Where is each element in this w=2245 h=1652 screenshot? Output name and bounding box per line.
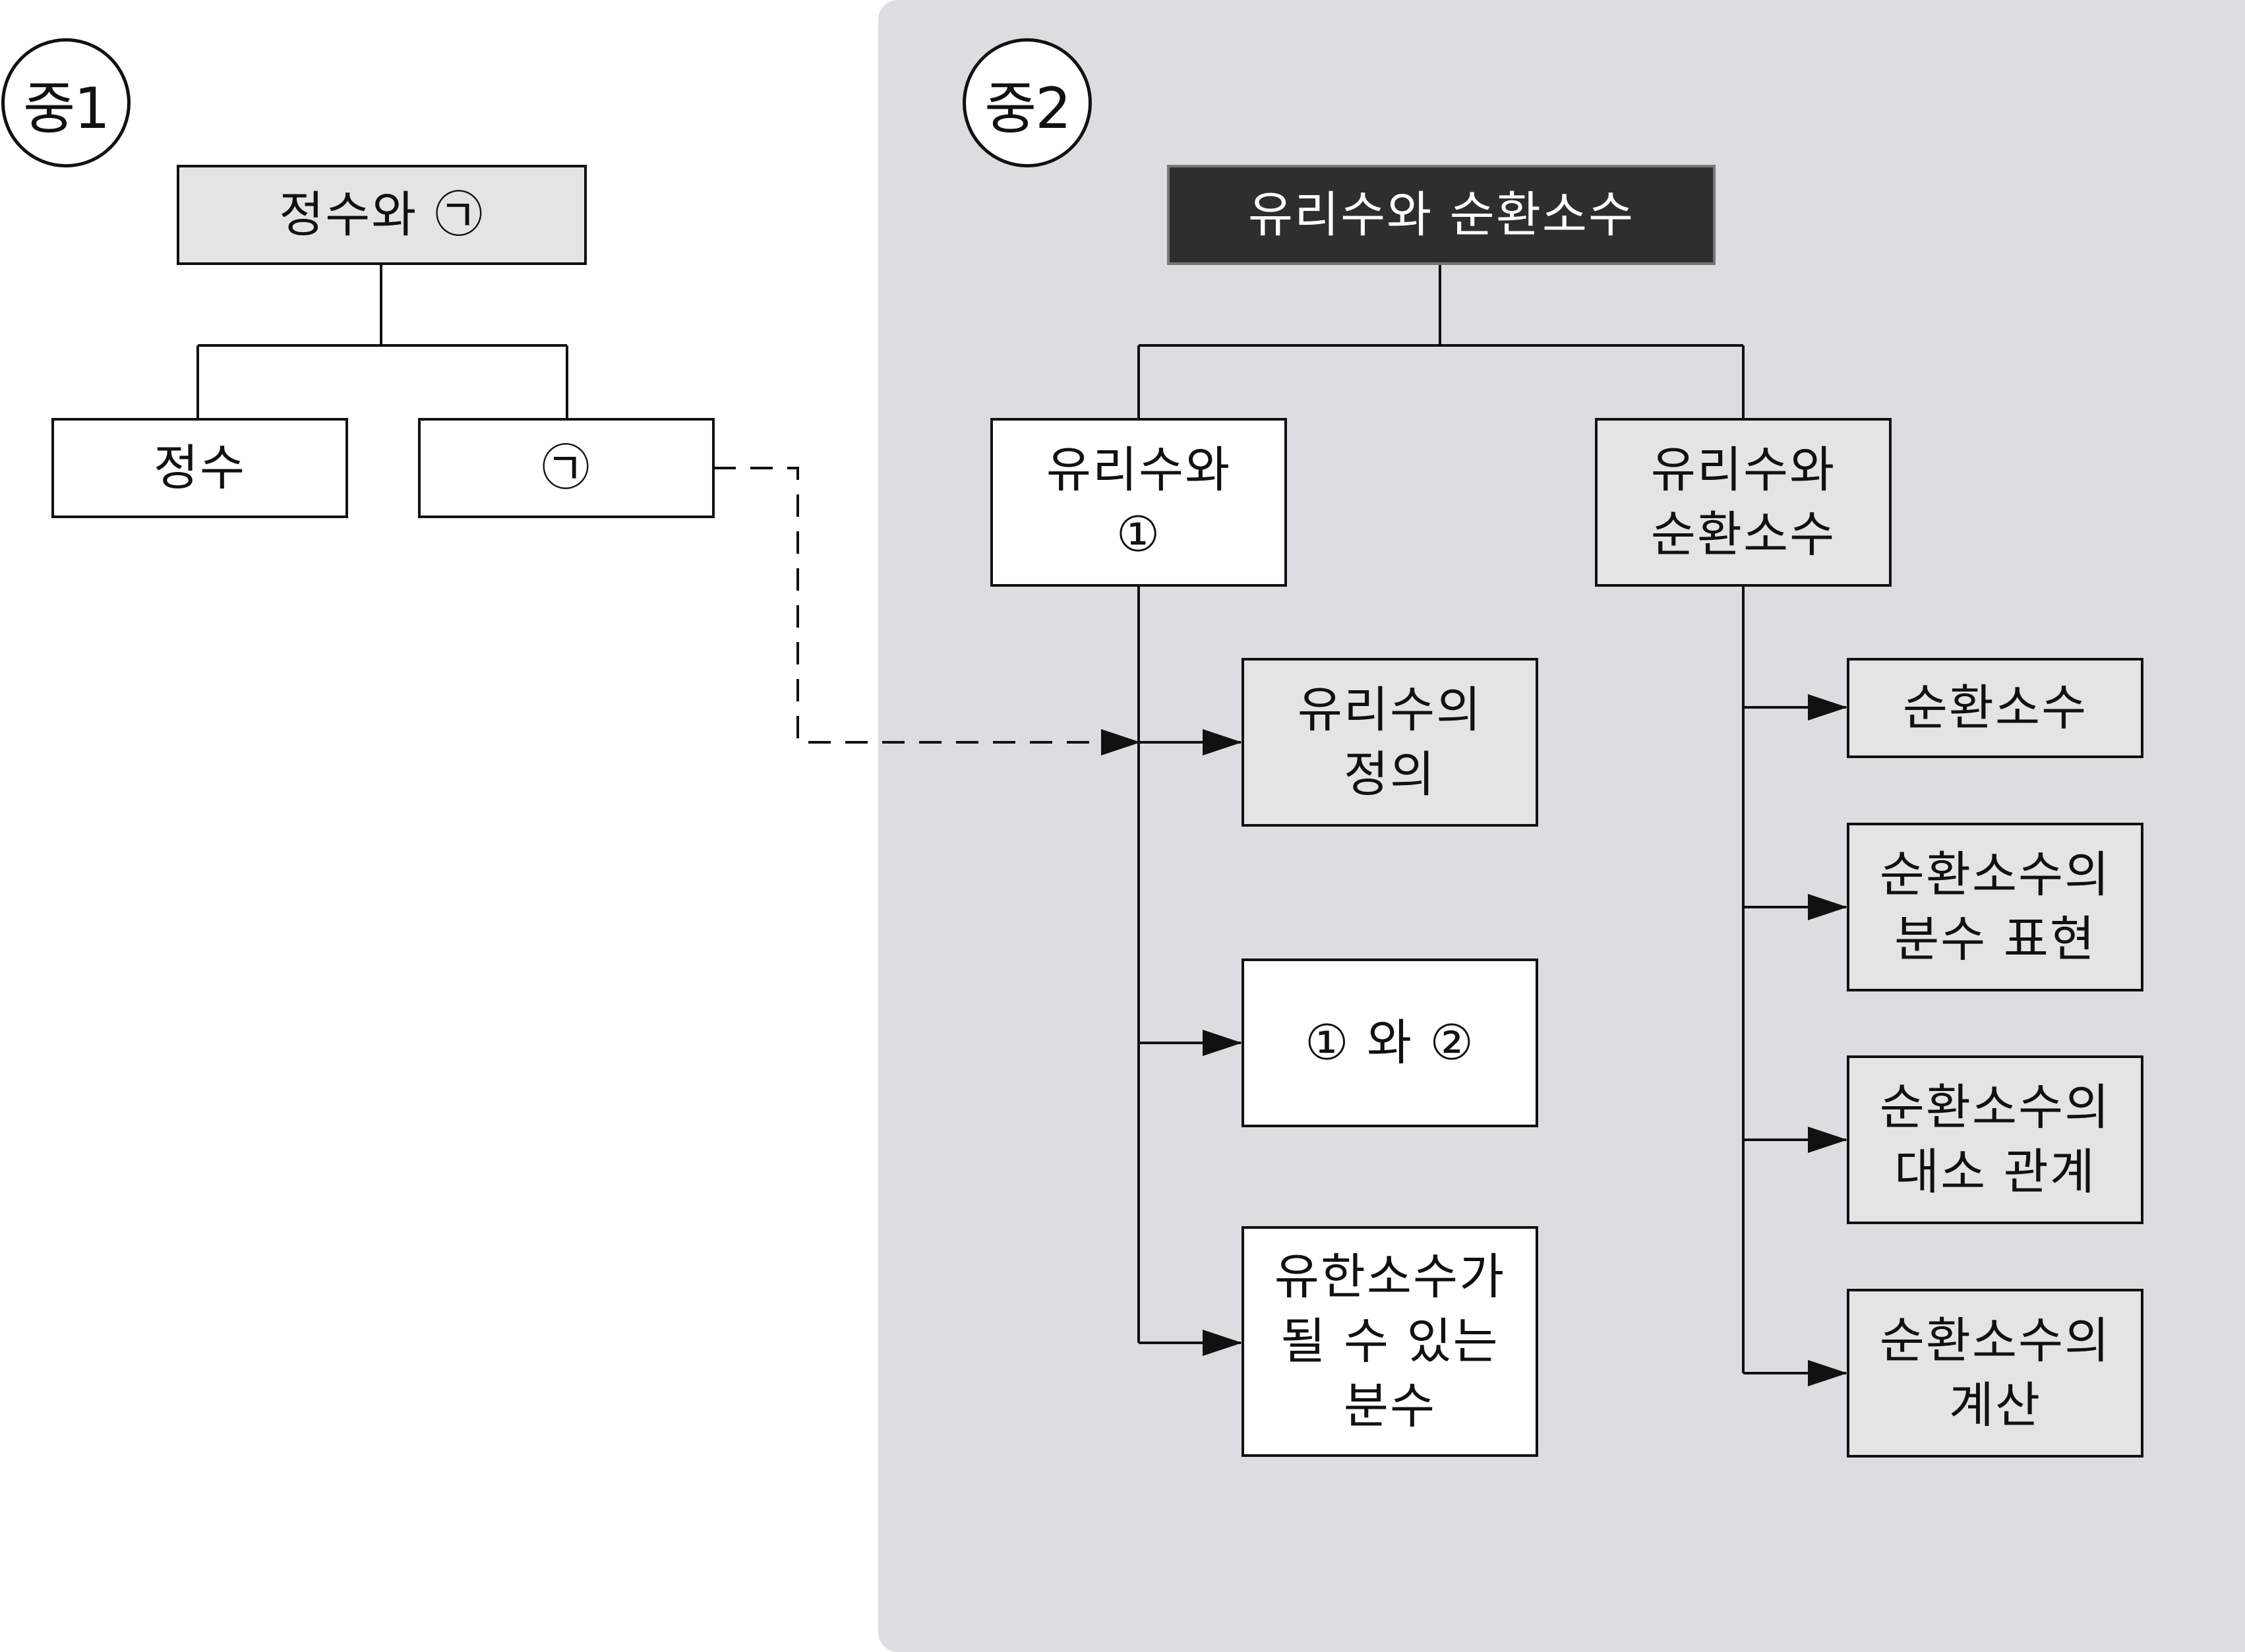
branch-a-child-fractions: 유한소수가 될 수 있는 분수 <box>1242 1226 1538 1457</box>
left-child-node-integer: 정수 <box>51 418 348 518</box>
branch-a-child-pair: ① 와 ② <box>1242 959 1538 1127</box>
left-root-node: 정수와 ㉠ <box>177 165 587 265</box>
branch-a-node: 유리수와 ① <box>990 418 1287 587</box>
right-root-node: 유리수와 순환소수 <box>1167 165 1716 265</box>
branch-b-node: 유리수와 순환소수 <box>1595 418 1892 587</box>
branch-b-child-comparison: 순환소수의 대소 관계 <box>1847 1055 2143 1224</box>
branch-b-child-calculation: 순환소수의 계산 <box>1847 1289 2143 1458</box>
branch-b-child-repeating: 순환소수 <box>1847 658 2143 758</box>
left-child-node-blank: ㉠ <box>418 418 715 518</box>
branch-b-child-fraction-form: 순환소수의 분수 표현 <box>1847 823 2143 991</box>
branch-a-child-definition: 유리수의 정의 <box>1242 658 1538 827</box>
grade-1-badge: 중1 <box>1 38 131 167</box>
grade-2-badge: 중2 <box>963 38 1092 167</box>
